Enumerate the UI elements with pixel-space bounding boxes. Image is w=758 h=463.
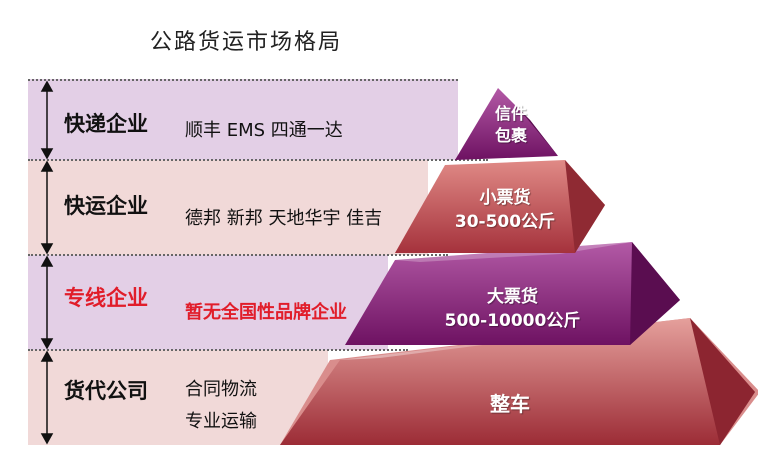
- pyramid-tier-1-front: [455, 88, 558, 160]
- pyramid-tier-2-side: [565, 160, 605, 253]
- cargo-forwarder: 整车: [490, 392, 530, 416]
- pyramid-tier-3-front: [345, 242, 680, 345]
- left-arrows: [40, 80, 54, 445]
- page-title: 公路货运市场格局: [150, 30, 343, 55]
- companies-forwarder-line1: 合同物流: [185, 379, 257, 400]
- companies-express: 顺丰 EMS 四通一达: [185, 120, 343, 141]
- separator-line: [28, 79, 458, 81]
- pyramid-tier-3-side: [630, 242, 680, 345]
- pyramid-tier-2-front: [395, 160, 605, 253]
- category-express: 快递企业: [64, 112, 148, 136]
- separator-line: [28, 159, 488, 161]
- cargo-lessthanload: 小票货 30-500公斤: [454, 188, 556, 232]
- category-dedicated-line: 专线企业: [64, 286, 148, 310]
- tier-band-express: [28, 79, 458, 160]
- separator-line: [28, 254, 448, 256]
- tier-band-dedicated-line: [28, 255, 388, 350]
- separator-line: [28, 349, 408, 351]
- companies-forwarder-line2: 专业运输: [185, 411, 257, 432]
- tier-band-lessthanload: [28, 160, 428, 255]
- tier-band-forwarder: [28, 350, 328, 445]
- companies-dedicated-line: 暂无全国性品牌企业: [185, 302, 347, 323]
- pyramid-tier-4-side: [690, 318, 755, 445]
- cargo-dedicated-line: 大票货 500-10000公斤: [444, 287, 581, 331]
- category-lessthanload: 快运企业: [64, 194, 148, 218]
- cargo-express: 信件 包裹: [494, 104, 527, 145]
- pyramid-tier-4-front: [280, 318, 755, 445]
- companies-lessthanload: 德邦 新邦 天地华宇 佳吉: [185, 208, 383, 229]
- category-forwarder: 货代公司: [64, 379, 148, 403]
